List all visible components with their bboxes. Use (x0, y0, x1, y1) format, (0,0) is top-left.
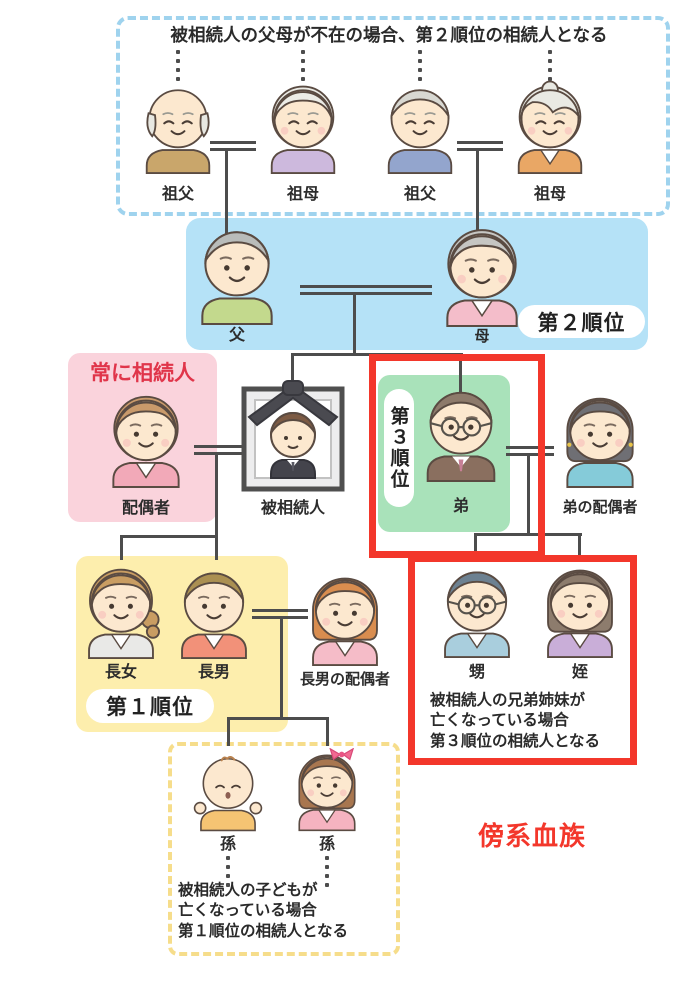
connector-line (474, 533, 582, 536)
connector-line (353, 295, 356, 355)
continuation-dots (226, 856, 230, 887)
marriage-bar (252, 616, 308, 619)
eldest-sons-spouse-label: 長男の配偶者 (299, 670, 391, 688)
grandchildren-note: 被相続人の子どもが 亡くなっている場合 第１順位の相続人となる (178, 881, 349, 940)
grandchildren-box (168, 742, 400, 956)
person-eldest-sons-spouse (298, 570, 392, 671)
grandparents-box (116, 16, 670, 216)
nephew-niece-note: 被相続人の兄弟姉妹が 亡くなっている場合 第３順位の相続人となる (430, 691, 601, 750)
person-grandfather-1 (132, 80, 224, 179)
marriage-bar (194, 445, 242, 448)
rank1-badge: 第１順位 (86, 689, 214, 723)
connector-line (291, 356, 294, 382)
grandchild-2-avatar (286, 747, 368, 836)
person-grandchild-1 (188, 750, 268, 836)
eldest-son-avatar (167, 572, 261, 664)
person-grandmother-2 (504, 80, 596, 179)
nephew-niece-box (408, 555, 637, 765)
connector-line (578, 536, 581, 560)
connector-line (215, 538, 218, 560)
grandfather-1-avatar (132, 89, 224, 179)
connector-line (120, 535, 218, 538)
spouse-avatar (98, 395, 194, 493)
person-grandfather-2 (374, 80, 466, 179)
person-niece (533, 562, 627, 663)
mother-label: 母 (474, 327, 490, 345)
always-heir-label: 常に相続人 (90, 361, 195, 385)
marriage-bar (194, 452, 242, 455)
grandchild-1-avatar (188, 755, 268, 836)
continuation-dots (548, 50, 552, 81)
person-grandmother-1 (257, 80, 349, 179)
connector-line (120, 538, 123, 560)
person-grandchild-2 (286, 747, 368, 836)
marriage-bar (457, 141, 503, 144)
eldest-sons-spouse-avatar (298, 577, 392, 671)
marriage-bar (457, 148, 503, 151)
grandfather-2-avatar (374, 89, 466, 179)
father-avatar (186, 231, 288, 330)
grandmother-2-label: 祖母 (533, 184, 567, 203)
rank3-badge: 第３順位 (384, 389, 414, 507)
mother-avatar (431, 229, 533, 332)
eldest-daughter-label: 長女 (104, 662, 138, 681)
niece-label: 姪 (571, 662, 589, 681)
brother-label: 弟 (452, 496, 470, 515)
connector-line (326, 720, 329, 746)
connector-line (227, 720, 230, 746)
grandmother-2-avatar (504, 80, 596, 179)
brother-avatar (412, 391, 510, 487)
person-decedent (241, 379, 345, 497)
niece-avatar (533, 569, 627, 663)
person-brother (412, 382, 510, 487)
grandparents-note: 被相続人の父母が不在の場合、第２順位の相続人となる (170, 26, 608, 46)
connector-line (527, 456, 530, 535)
connector-line (459, 356, 462, 394)
eldest-daughter-avatar (74, 568, 168, 664)
person-father (186, 221, 288, 330)
grandfather-2-label: 祖父 (403, 184, 437, 203)
continuation-dots (301, 50, 305, 81)
decedent-label: 被相続人 (260, 498, 326, 517)
continuation-dots (418, 50, 422, 81)
continuation-dots (176, 50, 180, 81)
father-label: 父 (228, 325, 246, 344)
decedent-memorial-photo (241, 380, 345, 497)
marriage-bar (300, 285, 432, 288)
continuation-dots (325, 856, 329, 887)
person-spouse (98, 390, 194, 493)
connector-line (227, 717, 329, 720)
person-eldest-daughter (74, 563, 168, 664)
person-eldest-son (167, 563, 261, 664)
collateral-relatives-label: 傍系血族 (478, 822, 587, 852)
eldest-son-label: 長男 (197, 662, 231, 681)
grandmother-1-avatar (257, 85, 349, 179)
brothers-spouse-label: 弟の配偶者 (562, 498, 638, 516)
brothers-spouse-avatar (552, 397, 648, 493)
connector-line (215, 455, 218, 537)
connector-line (280, 619, 283, 719)
marriage-bar (210, 141, 256, 144)
person-brothers-spouse (552, 390, 648, 493)
marriage-bar (506, 446, 554, 449)
person-mother (431, 223, 533, 332)
connector-line (225, 151, 228, 258)
third-rank-highlight-upper-border (369, 354, 545, 558)
person-nephew (430, 562, 524, 663)
nephew-avatar (430, 571, 524, 663)
rank2-badge: 第２順位 (518, 305, 645, 338)
marriage-bar (300, 292, 432, 295)
connector-line (474, 536, 477, 560)
grandmother-1-label: 祖母 (286, 184, 320, 203)
grandchild-2-label: 孫 (318, 834, 336, 853)
marriage-bar (210, 148, 256, 151)
marriage-bar (506, 453, 554, 456)
grandchild-1-label: 孫 (219, 834, 237, 853)
marriage-bar (252, 609, 308, 612)
nephew-label: 甥 (468, 662, 486, 681)
connector-line (476, 151, 479, 258)
spouse-label: 配偶者 (121, 498, 171, 517)
grandfather-1-label: 祖父 (161, 184, 195, 203)
